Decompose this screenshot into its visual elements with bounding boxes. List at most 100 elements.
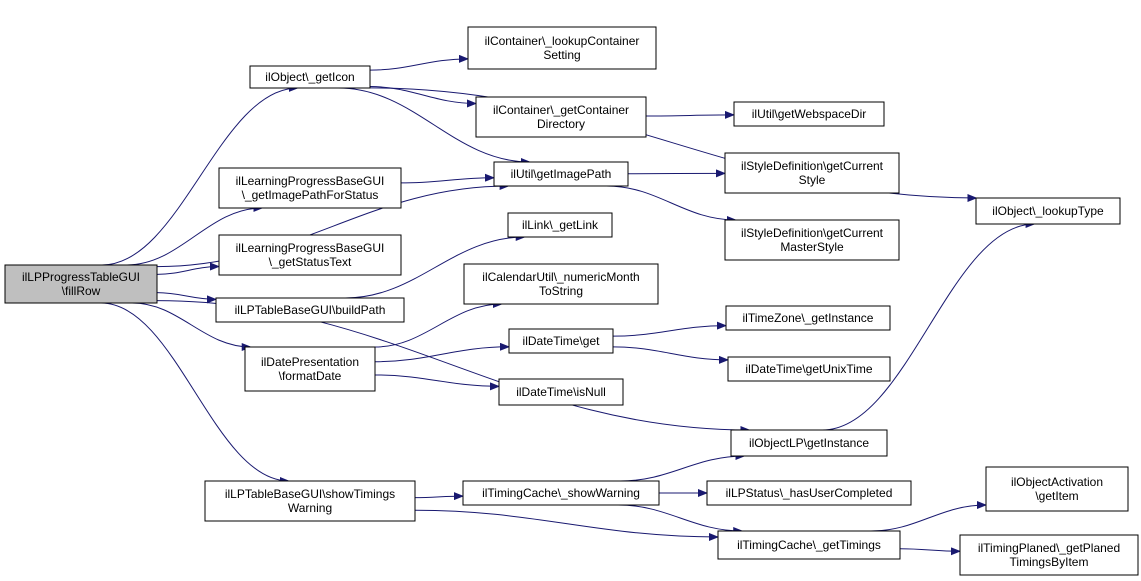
node-dtGet[interactable]: ilDateTime\get: [508, 328, 614, 354]
node-box: [725, 305, 891, 331]
node-box: [218, 167, 402, 209]
node-box: [244, 346, 376, 392]
node-box: [706, 480, 912, 506]
node-label: \_getImagePathForStatus: [242, 188, 379, 202]
node-objLP[interactable]: ilObjectLP\getInstance: [730, 429, 888, 457]
edge-showTimings-to-getTimings: [414, 509, 719, 541]
node-box: [4, 264, 158, 304]
node-box: [733, 101, 885, 127]
node-formatDate[interactable]: ilDatePresentation\formatDate: [244, 346, 376, 392]
edge-getTimings-to-planed: [899, 547, 961, 556]
node-lookupType[interactable]: ilObject\_lookupType: [975, 197, 1121, 225]
node-box: [508, 328, 614, 354]
node-box: [249, 65, 371, 89]
edge-root-to-getImagePath: [156, 182, 510, 268]
node-box: [493, 161, 629, 187]
edge-tcShowWarning-to-objLP: [620, 452, 746, 482]
node-box: [717, 530, 901, 560]
edge-formatDate-to-numericMonth: [374, 300, 503, 348]
node-box: [215, 297, 405, 323]
node-getLink[interactable]: ilLink\_getLink: [507, 212, 613, 238]
edge-root-to-getIcon: [102, 84, 299, 266]
node-label: ilObject\_getIcon: [265, 70, 354, 84]
node-label: ilTimingCache\_showWarning: [482, 486, 640, 500]
node-root[interactable]: ilLPProgressTableGUI\fillRow: [4, 264, 158, 304]
edge-showTimings-to-tcShowWarning: [414, 492, 464, 501]
node-box: [218, 234, 402, 276]
node-getTimings[interactable]: ilTimingCache\_getTimings: [717, 530, 901, 560]
node-label: ilLPStatus\_hasUserCompleted: [726, 486, 893, 500]
node-label: TimingsByItem: [1010, 555, 1089, 569]
node-label: ilDateTime\get: [523, 334, 601, 348]
node-tzInstance[interactable]: ilTimeZone\_getInstance: [725, 305, 891, 331]
node-box: [724, 219, 900, 261]
node-label: ilLPProgressTableGUI: [22, 270, 140, 284]
edge-getTimings-to-activation: [870, 501, 987, 532]
node-label: Warning: [288, 501, 332, 515]
edge-getIcon-to-getContainerDir: [369, 86, 477, 108]
node-label: Directory: [537, 117, 585, 131]
edge-dtGet-to-tzInstance: [612, 321, 727, 337]
edge-formatDate-to-isNull: [374, 374, 500, 391]
node-label: ilLearningProgressBaseGUI: [236, 241, 385, 255]
node-getImagePathStatus[interactable]: ilLearningProgressBaseGUI\_getImagePathF…: [218, 167, 402, 209]
node-getIcon[interactable]: ilObject\_getIcon: [249, 65, 371, 89]
node-box: [463, 263, 659, 305]
node-label: ilUtil\getWebspaceDir: [752, 107, 867, 121]
edge-getIcon-to-lookupContainer: [369, 54, 469, 71]
node-webspaceDir[interactable]: ilUtil\getWebspaceDir: [733, 101, 885, 127]
node-label: ilObjectActivation: [1011, 475, 1103, 489]
node-hasUserCompleted[interactable]: ilLPStatus\_hasUserCompleted: [706, 480, 912, 506]
edge-buildPath-to-getLink: [345, 233, 526, 299]
node-box: [959, 534, 1139, 576]
node-unixTime[interactable]: ilDateTime\getUnixTime: [727, 356, 891, 382]
edge-objLP-to-lookupType: [822, 220, 1036, 431]
node-label: ilUtil\getImagePath: [511, 167, 612, 181]
node-label: Style: [799, 173, 826, 187]
node-tcShowWarning[interactable]: ilTimingCache\_showWarning: [462, 480, 660, 506]
node-label: ilDateTime\isNull: [516, 385, 606, 399]
node-label: ilLink\_getLink: [522, 218, 599, 232]
edge-root-to-buildPath: [156, 292, 217, 304]
node-box: [985, 466, 1129, 512]
edge-getImagePathStatus-to-getImagePath: [400, 173, 495, 184]
node-activation[interactable]: ilObjectActivation\getItem: [985, 466, 1129, 512]
node-label: Setting: [543, 48, 580, 62]
node-box: [727, 356, 891, 382]
node-label: ilObject\_lookupType: [992, 204, 1104, 218]
node-box: [204, 480, 416, 522]
node-label: ilContainer\_getContainer: [493, 103, 629, 117]
edge-root-to-formatDate: [132, 302, 252, 351]
node-box: [724, 152, 900, 194]
edge-formatDate-to-dtGet: [374, 342, 510, 363]
node-label: ToString: [539, 284, 583, 298]
node-label: ilLPTableBaseGUI\showTimings: [225, 487, 395, 501]
edge-root-to-showTimings: [101, 302, 290, 485]
node-isNull[interactable]: ilDateTime\isNull: [498, 378, 624, 406]
edge-root-to-getImagePathStatus: [126, 204, 264, 266]
edge-tcShowWarning-to-getTimings: [618, 504, 744, 535]
node-label: \fillRow: [62, 284, 101, 298]
node-label: ilTimingCache\_getTimings: [737, 538, 881, 552]
node-getStatusText[interactable]: ilLearningProgressBaseGUI\_getStatusText: [218, 234, 402, 276]
node-label: ilContainer\_lookupContainer: [485, 34, 640, 48]
node-box: [507, 212, 613, 238]
node-getImagePath[interactable]: ilUtil\getImagePath: [493, 161, 629, 187]
node-label: ilStyleDefinition\getCurrent: [741, 159, 884, 173]
edge-dtGet-to-unixTime: [612, 346, 729, 364]
edge-getContainerDir-to-webspaceDir: [645, 110, 735, 119]
node-box: [730, 429, 888, 457]
node-buildPath[interactable]: ilLPTableBaseGUI\buildPath: [215, 297, 405, 323]
node-box: [498, 378, 624, 406]
node-box: [475, 96, 647, 138]
node-label: ilTimingPlaned\_getPlaned: [978, 541, 1120, 555]
node-label: ilDateTime\getUnixTime: [745, 362, 872, 376]
